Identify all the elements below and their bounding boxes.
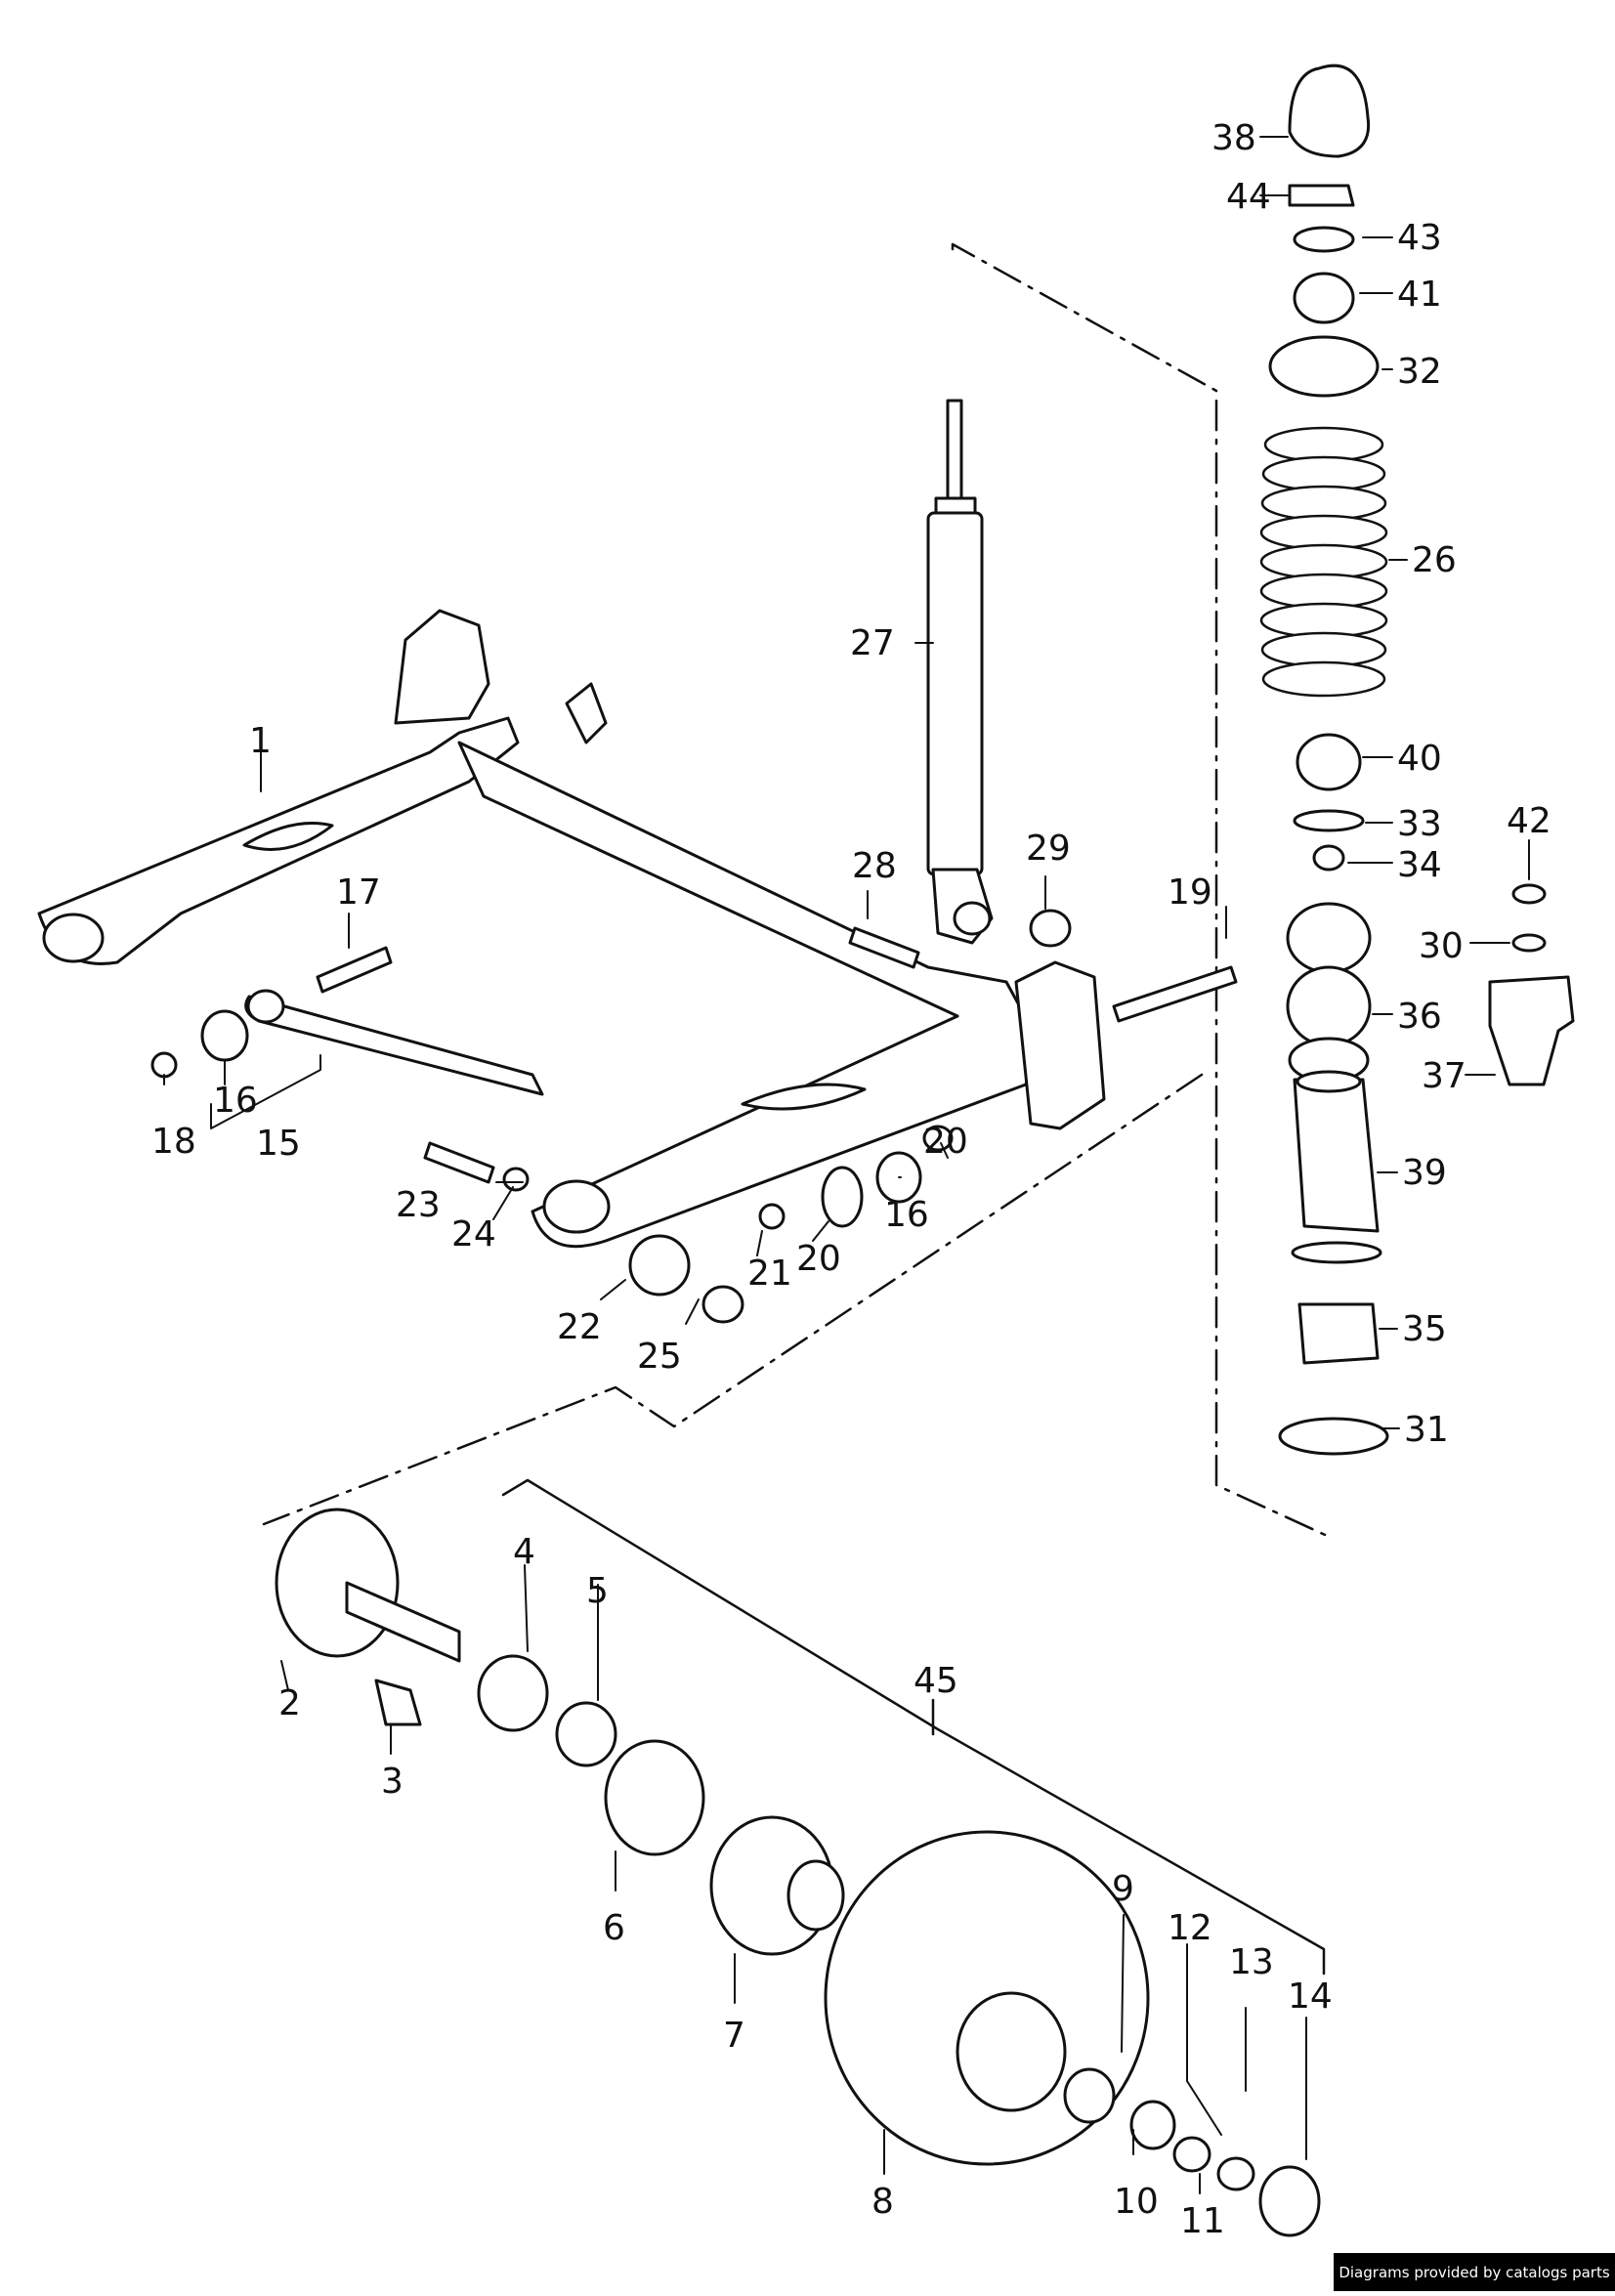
callout-leader-lines [163,136,1530,2194]
callout-35: 35 [1402,1309,1447,1349]
callout-7: 7 [723,2016,745,2056]
callout-26: 26 [1412,540,1457,580]
spring-stack [1259,64,1575,1456]
group-bracket-45 [501,1478,1326,1976]
shock-absorber [926,399,994,945]
callout-8: 8 [871,2182,894,2222]
callout-14: 14 [1288,1977,1333,2017]
callout-3: 3 [381,1762,404,1802]
callout-5: 5 [586,1571,609,1611]
callout-12: 12 [1168,1908,1212,1948]
callout-16-right: 16 [884,1195,929,1235]
callout-36: 36 [1397,997,1442,1037]
callout-21: 21 [747,1254,792,1294]
axle-fasteners [150,909,1238,1324]
callout-19: 19 [1168,872,1212,913]
callout-numbers: 1 2 3 4 5 6 7 8 9 10 11 12 13 14 15 16 1… [151,118,1551,2241]
callout-10: 10 [1114,2182,1159,2222]
callout-25: 25 [637,1337,682,1377]
callout-39: 39 [1402,1153,1447,1193]
callout-44: 44 [1226,177,1271,217]
callout-13: 13 [1229,1942,1274,1982]
callout-37: 37 [1422,1056,1466,1096]
callout-22: 22 [557,1307,602,1347]
callout-38: 38 [1211,118,1256,158]
callout-20-lower: 20 [796,1239,841,1279]
callout-34: 34 [1397,845,1442,885]
callout-17: 17 [336,872,381,913]
callout-16-left: 16 [213,1081,258,1121]
callout-45: 45 [914,1661,958,1701]
callout-9: 9 [1112,1869,1134,1909]
callout-29: 29 [1026,829,1071,869]
callout-32: 32 [1397,352,1442,392]
callout-15: 15 [256,1124,301,1164]
callout-23: 23 [396,1185,441,1225]
hub-assembly [275,1508,1321,2237]
callout-2: 2 [278,1683,301,1723]
callout-18: 18 [151,1122,196,1162]
assembly-dash-lines [262,242,1336,1541]
axle-beam [37,609,1106,1249]
callout-24: 24 [451,1214,496,1254]
callout-30: 30 [1419,926,1464,966]
callout-1: 1 [249,721,272,761]
callout-43: 43 [1397,218,1442,258]
callout-41: 41 [1397,275,1442,315]
callout-27: 27 [850,623,895,663]
callout-33: 33 [1397,804,1442,844]
callout-6: 6 [603,1908,625,1948]
credit-banner: Diagrams provided by catalogs parts [1334,2253,1615,2291]
callout-4: 4 [513,1532,535,1572]
callout-31: 31 [1404,1410,1449,1450]
callout-28: 28 [852,846,897,886]
callout-42: 42 [1507,801,1551,841]
callout-40: 40 [1397,739,1442,779]
callout-11: 11 [1180,2201,1225,2241]
callout-20-upper: 20 [923,1122,968,1162]
